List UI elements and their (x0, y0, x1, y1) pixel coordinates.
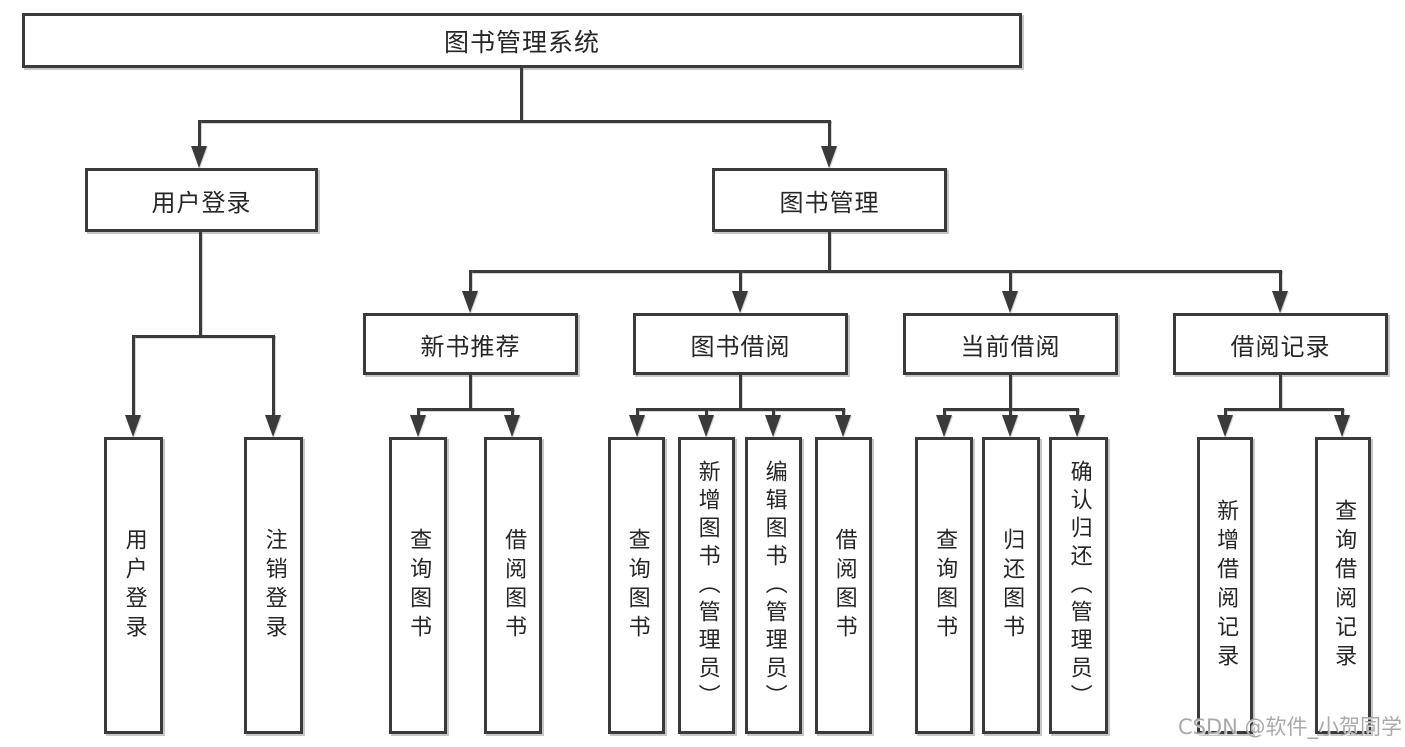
node-user-login: 用户登录 (85, 168, 318, 232)
arrowhead-user-login (191, 146, 207, 168)
leaf-node-add-books-admin: 新增图书（管理员） (678, 437, 735, 734)
leaf-node-borrow-books-recommend: 借阅图书 (484, 437, 542, 734)
connector-drop (511, 408, 514, 418)
connector-drop (1341, 408, 1344, 418)
leaf-label: 注销登录 (261, 527, 287, 644)
arrowhead (504, 415, 520, 437)
csdn-watermark: CSDN @软件_小贺同学 (1178, 715, 1403, 739)
connector-drop-leaf-user-login (132, 335, 135, 417)
connector-drop (842, 408, 845, 418)
connector-borrow-records-stub (1279, 375, 1282, 408)
connector-current-borrow-stub (1009, 375, 1012, 408)
leaf-label: 归还图书 (999, 527, 1025, 644)
arrowhead-book-borrow (732, 291, 748, 313)
leaf-label: 借阅图书 (831, 527, 857, 644)
arrowhead (1002, 415, 1018, 437)
node-library-management-system: 图书管理系统 (22, 13, 1022, 68)
connector-drop (417, 408, 420, 418)
arrowhead (1334, 415, 1350, 437)
node-label: 新书推荐 (420, 332, 521, 361)
leaf-node-return-books: 归还图书 (982, 437, 1040, 734)
arrowhead (698, 415, 714, 437)
connector-book-management-stub (828, 232, 831, 270)
leaf-node-logout: 注销登录 (244, 437, 303, 734)
leaf-node-query-borrow-record: 查询借阅记录 (1315, 437, 1371, 734)
connector-root-stub (520, 67, 523, 120)
arrowhead-book-management (821, 146, 837, 168)
leaf-node-edit-books-admin: 编辑图书（管理员） (745, 437, 802, 734)
arrowhead-new-book (462, 291, 478, 313)
connector-borrow-records-rail (1224, 408, 1344, 411)
connector-drop-user-login (198, 120, 201, 150)
leaf-label: 编辑图书（管理员） (761, 459, 787, 712)
leaf-label: 确认归还（管理员） (1066, 459, 1092, 712)
leaf-node-confirm-return-admin: 确认归还（管理员） (1049, 437, 1108, 734)
arrowhead-leaf-user-login (125, 415, 141, 437)
arrowhead (1217, 415, 1233, 437)
arrowhead (1069, 415, 1085, 437)
leaf-label: 新增借阅记录 (1213, 498, 1239, 673)
node-label: 图书管理 (779, 188, 880, 217)
leaf-label: 查询图书 (406, 527, 432, 644)
connector-new-book-stub (469, 375, 472, 408)
arrowhead (629, 415, 645, 437)
node-current-borrowing: 当前借阅 (903, 313, 1118, 375)
connector-drop-book-borrow (739, 270, 742, 293)
connector-book-borrow-stub (739, 375, 742, 408)
connector-new-book-rail (417, 408, 514, 411)
leaf-label: 查询图书 (624, 527, 650, 644)
arrowhead (835, 415, 851, 437)
leaf-node-borrow-books: 借阅图书 (815, 437, 872, 734)
connector-book-borrow-rail (636, 408, 845, 411)
leaf-label: 查询图书 (932, 527, 958, 644)
connector-drop-current-borrow (1009, 270, 1012, 293)
node-label: 借阅记录 (1230, 332, 1331, 361)
node-label: 图书管理系统 (443, 27, 600, 57)
leaf-label: 借阅图书 (501, 527, 527, 644)
connector-level2-rail (198, 120, 831, 123)
leaf-node-query-books-recommend: 查询图书 (389, 437, 447, 734)
node-label: 图书借阅 (690, 332, 791, 361)
arrowhead-current-borrow (1002, 291, 1018, 313)
arrowhead-leaf-logout (265, 415, 281, 437)
node-book-management: 图书管理 (712, 168, 947, 232)
connector-user-login-rail (132, 335, 275, 338)
leaf-node-query-books-current: 查询图书 (915, 437, 973, 734)
connector-drop-leaf-logout (272, 335, 275, 417)
arrowhead (765, 415, 781, 437)
node-label: 用户登录 (151, 188, 252, 217)
leaf-label: 查询借阅记录 (1331, 498, 1357, 673)
leaf-node-add-borrow-record: 新增借阅记录 (1197, 437, 1253, 734)
node-label: 当前借阅 (960, 332, 1061, 361)
connector-drop-new-book (469, 270, 472, 293)
connector-drop (705, 408, 708, 418)
node-book-borrowing: 图书借阅 (633, 313, 848, 375)
arrowhead (936, 415, 952, 437)
connector-drop (943, 408, 946, 418)
leaf-node-query-books-borrow: 查询图书 (608, 437, 665, 734)
connector-level3-rail (469, 270, 1282, 273)
connector-drop (772, 408, 775, 418)
connector-drop-book-management (828, 120, 831, 150)
leaf-label: 新增图书（管理员） (694, 459, 720, 712)
node-new-book-recommendation: 新书推荐 (363, 313, 578, 375)
leaf-label: 用户登录 (121, 527, 147, 644)
connector-drop (1009, 408, 1012, 418)
connector-drop (1076, 408, 1079, 418)
connector-drop-borrow-records (1279, 270, 1282, 293)
node-borrowing-records: 借阅记录 (1173, 313, 1388, 375)
connector-user-login-stub (199, 232, 202, 335)
connector-drop (1224, 408, 1227, 418)
arrowhead (410, 415, 426, 437)
arrowhead-borrow-records (1272, 291, 1288, 313)
leaf-node-user-login: 用户登录 (104, 437, 163, 734)
connector-drop (636, 408, 639, 418)
